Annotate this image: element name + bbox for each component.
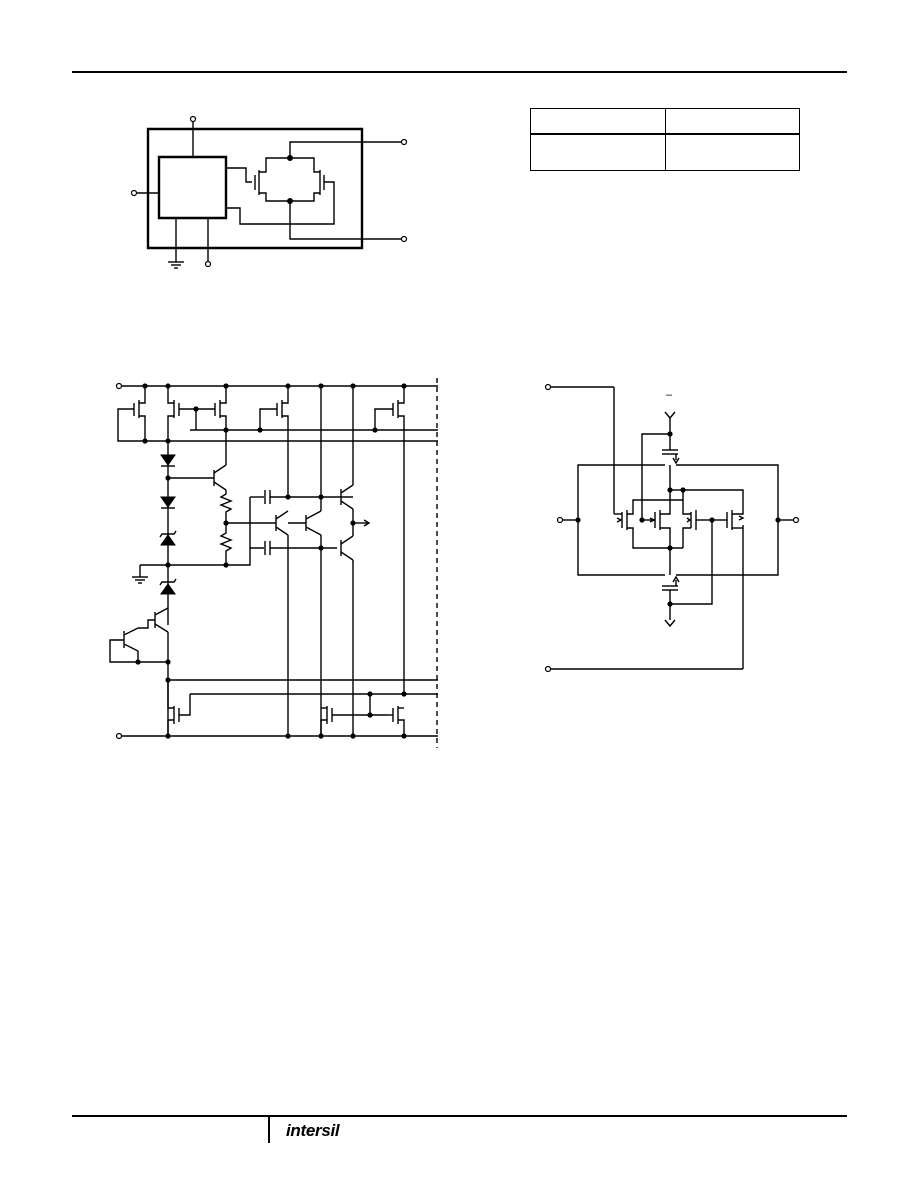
package-outline xyxy=(148,129,362,248)
pin-terminal xyxy=(206,262,211,267)
pin-terminal xyxy=(402,237,407,242)
diode-stack xyxy=(132,441,226,625)
header-rule xyxy=(72,71,847,73)
bipolar-pair xyxy=(110,608,171,736)
bias-network xyxy=(214,386,369,736)
switch-schematic: – xyxy=(546,385,799,672)
pin-terminal xyxy=(132,191,137,196)
rail-terminal xyxy=(117,384,122,389)
nmos-row xyxy=(165,680,407,739)
footer-rule xyxy=(72,1115,847,1117)
footer-divider xyxy=(268,1117,270,1143)
pin-terminal xyxy=(191,117,196,122)
pmos-row xyxy=(118,383,407,694)
switch-terminal xyxy=(794,518,799,523)
intersil-logo: intersil xyxy=(286,1121,340,1140)
switch-terminal xyxy=(558,518,563,523)
driver-schematic xyxy=(110,378,438,748)
pin-terminal xyxy=(402,140,407,145)
functional-diagram xyxy=(132,117,407,269)
input-terminal xyxy=(546,667,551,672)
negative-supply-label: – xyxy=(666,389,673,401)
rail-terminal xyxy=(117,734,122,739)
logic-block xyxy=(159,157,226,218)
truth-table xyxy=(530,108,800,171)
input-terminal xyxy=(546,385,551,390)
table-column-divider xyxy=(665,109,666,170)
